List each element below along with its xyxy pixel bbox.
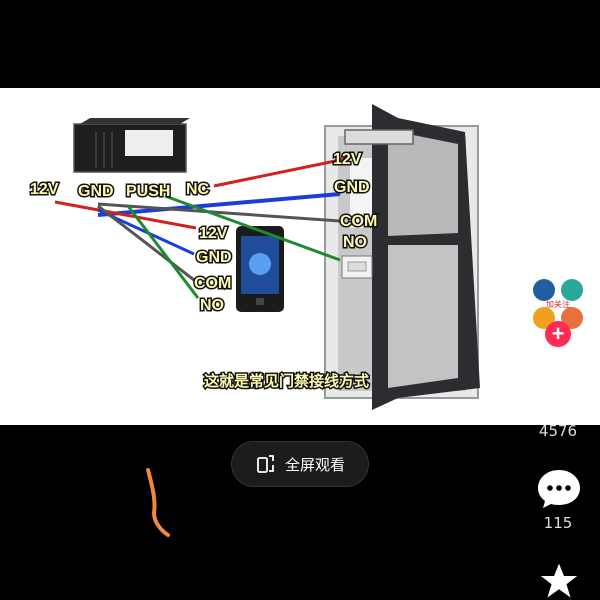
avatar-badge-text: 加关注: [546, 299, 570, 309]
magnetic-lock: [344, 129, 414, 145]
label-top-12v: 12V: [30, 181, 59, 198]
label-button-no: NO: [343, 234, 367, 251]
comment-icon[interactable]: [536, 468, 582, 510]
label-lock-12v: 12V: [333, 151, 362, 168]
label-lock-gnd: GND: [334, 179, 370, 196]
label-reader-com: COM: [194, 275, 231, 292]
label-button-com: COM: [340, 213, 377, 230]
label-top-push: PUSH: [126, 183, 170, 200]
wire-com-gray: [97, 202, 341, 223]
favorite-star-icon[interactable]: [535, 562, 583, 600]
like-heart-icon[interactable]: [533, 370, 585, 418]
fullscreen-rotate-icon: [257, 455, 274, 473]
label-reader-no: NO: [200, 297, 224, 314]
door-window-lower: [388, 245, 458, 388]
label-top-nc: NC: [186, 181, 210, 198]
like-count: 4576: [538, 422, 578, 440]
wire-push-green: [164, 194, 341, 262]
wiring-diagram: 12V GND PUSH NC 12V GND COM NO 12V GND C…: [29, 104, 480, 410]
video-caption: 这就是常见门禁接线方式: [204, 372, 369, 390]
label-top-gnd: GND: [78, 183, 114, 200]
label-reader-gnd: GND: [196, 249, 232, 266]
label-reader-12v: 12V: [199, 225, 228, 242]
wire-nc-red: [213, 157, 346, 188]
follow-plus-button[interactable]: +: [545, 321, 571, 347]
brush-stroke: [146, 468, 170, 537]
wire-com-gray-reader: [97, 204, 195, 282]
wire-gnd-blue: [97, 192, 341, 217]
wire-12v-red: [54, 200, 197, 230]
fullscreen-label: 全屏观看: [284, 455, 345, 474]
wire-no-green-reader: [126, 205, 200, 299]
comment-count: 115: [543, 514, 573, 532]
video-frame[interactable]: 12V GND PUSH NC 12V GND COM NO 12V GND C…: [0, 88, 600, 425]
door-window-upper: [388, 130, 458, 236]
fullscreen-button[interactable]: 全屏观看: [231, 441, 369, 487]
